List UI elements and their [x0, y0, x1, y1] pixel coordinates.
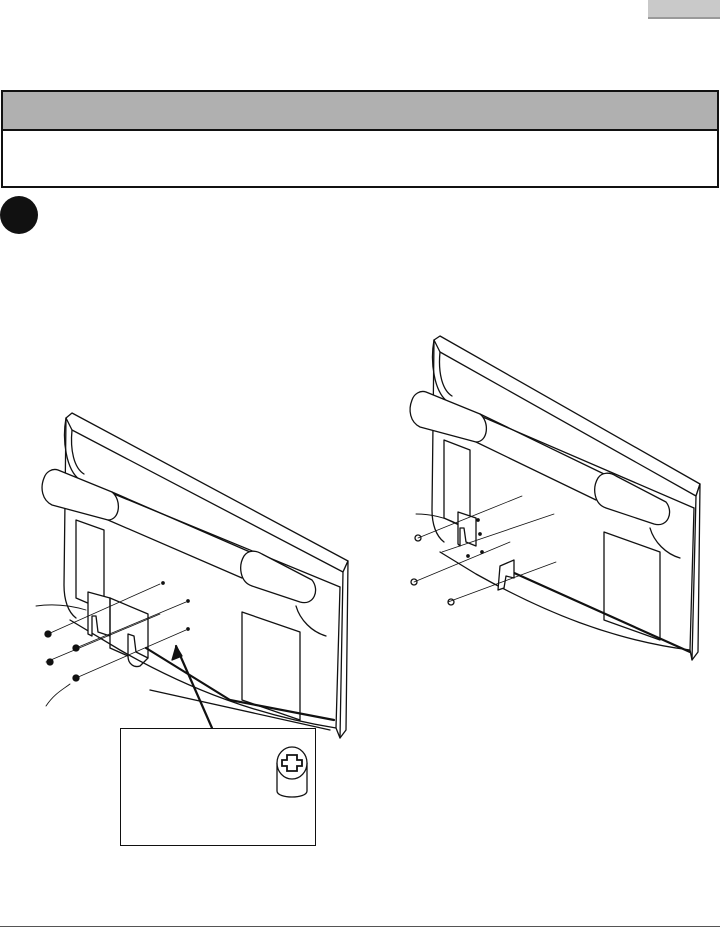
header-title-bar: [3, 92, 717, 131]
phillips-spacer-icon: [276, 746, 308, 798]
tv-back-left: [35, 412, 349, 739]
section-header: [1, 90, 719, 188]
screw-detail-callout: [120, 728, 316, 846]
footer-rule: [0, 926, 720, 927]
page-corner-tab: [648, 0, 720, 19]
step-bullet-icon: [0, 196, 38, 234]
tv-back-right: [409, 335, 701, 661]
